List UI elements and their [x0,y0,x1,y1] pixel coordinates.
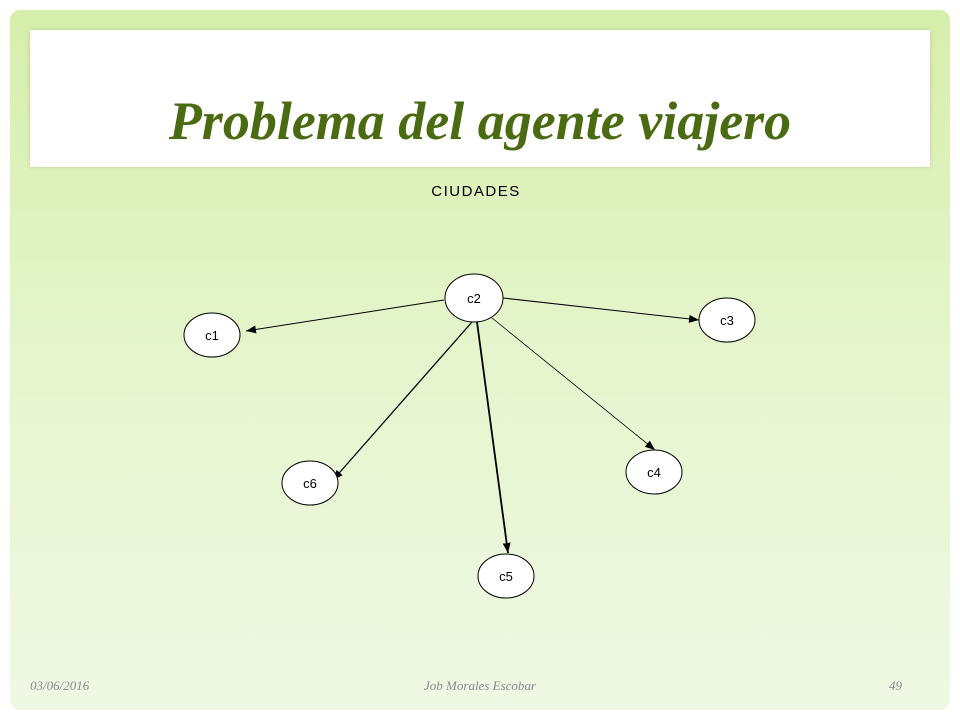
footer-date: 03/06/2016 [30,678,90,693]
node-c5: c5 [477,553,535,599]
node-circle-c4 [625,449,683,495]
edge-c2-c6 [332,321,473,481]
node-circle-c1 [183,312,241,358]
title-box: Problema del agente viajero [30,30,930,167]
footer-page-number: 49 [889,678,902,693]
node-label-c6: c6 [303,476,317,491]
node-c2: c2 [444,273,504,323]
node-label-c1: c1 [205,328,219,343]
node-circle-c5 [477,553,535,599]
edge-c2-c3 [502,297,700,323]
node-label-c2: c2 [467,291,481,306]
edge-c2-c1 [245,299,445,334]
node-label-c5: c5 [499,569,513,584]
slide-title: Problema del agente viajero [168,91,792,151]
diagram-heading: CIUDADES [431,183,521,200]
edge-c2-c5 [476,321,511,554]
node-c6: c6 [281,460,339,506]
footer-author: Job Morales Escobar [424,678,536,693]
node-label-c3: c3 [720,313,734,328]
node-circle-c3 [698,297,756,343]
node-c3: c3 [698,297,756,343]
node-circle-c2 [444,273,504,323]
node-circle-c6 [281,460,339,506]
node-c1: c1 [183,312,241,358]
edge-c2-c4 [491,317,656,451]
node-c4: c4 [625,449,683,495]
node-label-c4: c4 [647,465,661,480]
